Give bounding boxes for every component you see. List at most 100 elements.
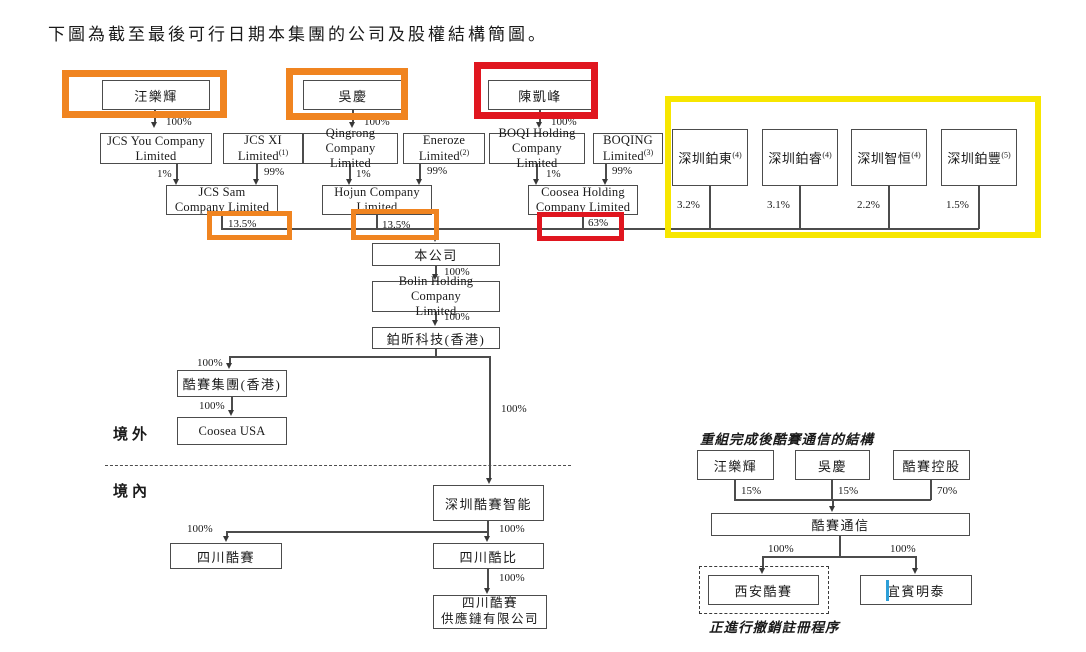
highlight-orange-jcs-sam-pct: [207, 211, 292, 240]
connector-line: [489, 356, 491, 479]
arrow-down-icon: [226, 363, 232, 369]
connector-line: [221, 215, 223, 229]
highlight-yellow-platforms: [665, 96, 1041, 238]
arrow-down-icon: [349, 122, 355, 128]
arrow-down-icon: [432, 274, 438, 280]
pct-label: 99%: [612, 165, 633, 177]
node-r-wang-lehui: 汪樂輝: [697, 450, 774, 480]
connector-line: [487, 531, 489, 537]
pct-label: 1%: [546, 168, 561, 180]
pct-label: 100%: [444, 266, 470, 278]
node-sz-borui: 深圳鉑睿(4): [762, 129, 838, 186]
node-coosea-holdings: 酷賽控股: [893, 450, 970, 480]
node-chen-kaifeng: 陳凱峰: [488, 80, 592, 110]
connector-line: [435, 349, 437, 357]
pct-label: 100%: [501, 403, 527, 415]
node-xian-coosea: 西安酷賽: [708, 575, 819, 605]
pct-label: 15%: [741, 485, 762, 497]
arrow-down-icon: [486, 478, 492, 484]
node-sz-coosea-smart: 深圳酷賽智能: [433, 485, 544, 521]
pct-label: 70%: [937, 485, 958, 497]
connector-line: [582, 215, 584, 229]
connector-line: [349, 164, 351, 179]
connector-line: [799, 186, 801, 229]
highlight-red-coosea-pct: [537, 212, 624, 241]
pct-label: 100%: [768, 543, 794, 555]
restructure-title: 重組完成後酷賽通信的結構: [700, 432, 874, 447]
arrow-down-icon: [533, 179, 539, 185]
connector-line: [536, 164, 538, 179]
node-sz-bofeng: 深圳鉑豐(5): [941, 129, 1017, 186]
arrow-down-icon: [173, 179, 179, 185]
deregistration-note: 正進行撤銷註冊程序: [709, 620, 840, 635]
connector-line: [435, 312, 437, 321]
pct-label: 100%: [499, 523, 525, 535]
connector-line: [831, 480, 833, 500]
pct-label: 15%: [838, 485, 859, 497]
offshore-onshore-divider: [105, 465, 571, 466]
pct-label: 1.5%: [946, 199, 969, 211]
connector-line: [229, 356, 490, 358]
connector-line: [226, 531, 228, 537]
pct-label: 100%: [199, 400, 225, 412]
connector-line: [734, 480, 736, 500]
arrow-down-icon: [912, 568, 918, 574]
pct-label: 100%: [166, 116, 192, 128]
connector-line: [915, 556, 917, 569]
arrow-down-icon: [432, 320, 438, 326]
pct-label: 2.2%: [857, 199, 880, 211]
pct-label: 1%: [356, 168, 371, 180]
region-label-offshore: 境外: [113, 427, 152, 443]
highlight-orange-wu: [286, 68, 408, 120]
node-wang-lehui: 汪樂輝: [102, 80, 210, 110]
connector-line: [231, 397, 233, 410]
connector-line: [419, 164, 421, 179]
pct-label: 100%: [187, 523, 213, 535]
pct-label: 3.2%: [677, 199, 700, 211]
pct-label: 100%: [499, 572, 525, 584]
arrow-down-icon: [228, 410, 234, 416]
node-the-company: 本公司: [372, 243, 500, 266]
pct-label: 100%: [197, 357, 223, 369]
node-coosea-communication: 酷賽通信: [711, 513, 970, 536]
arrow-down-icon: [253, 179, 259, 185]
node-sichuan-supply-chain: 四川酷賽供應鏈有限公司: [433, 595, 547, 629]
node-sichuan-coosea: 四川酷賽: [170, 543, 282, 569]
node-sz-bodong: 深圳鉑東(4): [672, 129, 748, 186]
node-boxin-tech-hk: 鉑昕科技(香港): [372, 327, 500, 349]
node-sichuan-kubi: 四川酷比: [433, 543, 544, 569]
pct-label: 1%: [157, 168, 172, 180]
connector-line: [221, 228, 979, 230]
connector-line: [256, 164, 258, 179]
pct-label: 100%: [551, 116, 577, 128]
arrow-down-icon: [484, 588, 490, 594]
deregistration-dashed-box: [699, 566, 829, 614]
pct-label: 13.5%: [382, 219, 411, 231]
connector-line: [229, 356, 231, 364]
pct-label: 13.5%: [228, 218, 257, 230]
connector-line: [762, 556, 916, 558]
highlight-orange-wang: [62, 70, 227, 118]
pct-label: 3.1%: [767, 199, 790, 211]
arrow-down-icon: [223, 536, 229, 542]
connector-line: [930, 480, 932, 500]
node-r-wu-qing: 吳慶: [795, 450, 870, 480]
arrow-down-icon: [151, 122, 157, 128]
arrow-down-icon: [829, 506, 835, 512]
connector-line: [709, 186, 711, 229]
connector-line: [487, 569, 489, 588]
node-coosea-usa: Coosea USA: [177, 417, 287, 445]
node-wu-qing: 吳慶: [303, 80, 403, 110]
arrow-down-icon: [484, 536, 490, 542]
node-yibin-mingtai: 宜賓明泰: [860, 575, 972, 605]
pct-label: 100%: [890, 543, 916, 555]
arrow-down-icon: [536, 122, 542, 128]
